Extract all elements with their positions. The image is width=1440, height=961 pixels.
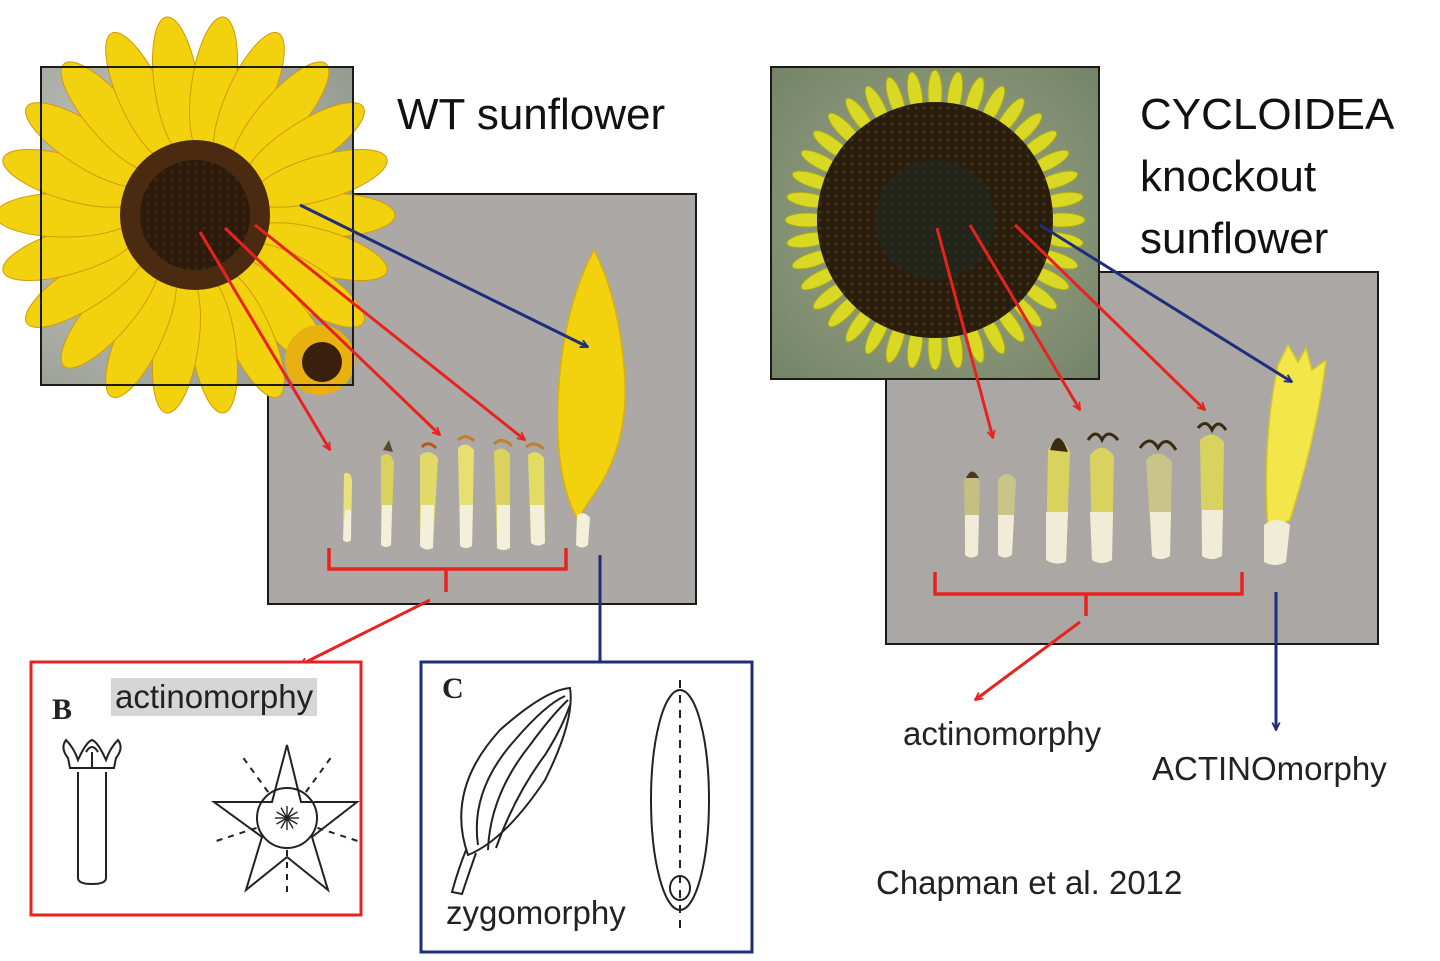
panel-c-label: zygomorphy	[446, 894, 626, 931]
cyc-title-line-2: knockout	[1140, 152, 1317, 201]
wt-title: WT sunflower	[397, 90, 666, 139]
panel-b-label: actinomorphy	[111, 678, 318, 716]
cyc-sunflower-photo	[770, 66, 1100, 380]
citation: Chapman et al. 2012	[876, 864, 1183, 901]
ray-petal-icon	[450, 686, 572, 896]
star-symmetry-icon	[210, 744, 362, 896]
cyc-disc-label: actinomorphy	[903, 715, 1102, 752]
cyc-floret-photo	[885, 271, 1379, 645]
panel-c	[419, 660, 754, 954]
cyc-ray-floret	[1264, 343, 1327, 565]
disc-floret-icon	[62, 738, 122, 886]
ray-symmetry-icon	[650, 680, 710, 930]
wt-ray-floret	[556, 248, 626, 548]
cyc-ray-label: ACTINOmorphy	[1152, 750, 1387, 787]
cyc-arrows	[933, 223, 1292, 730]
wt-sunflower-photo	[0, 16, 396, 414]
wt-disc-florets	[343, 435, 546, 550]
panel-c-letter: C	[442, 672, 464, 705]
cyc-title-line-1: CYCLOIDEA	[1140, 90, 1395, 139]
cyc-title-line-3: sunflower	[1140, 214, 1329, 263]
wt-floret-photo	[267, 193, 697, 605]
cyc-disc-florets	[964, 422, 1228, 564]
panel-b-letter: B	[52, 693, 73, 726]
